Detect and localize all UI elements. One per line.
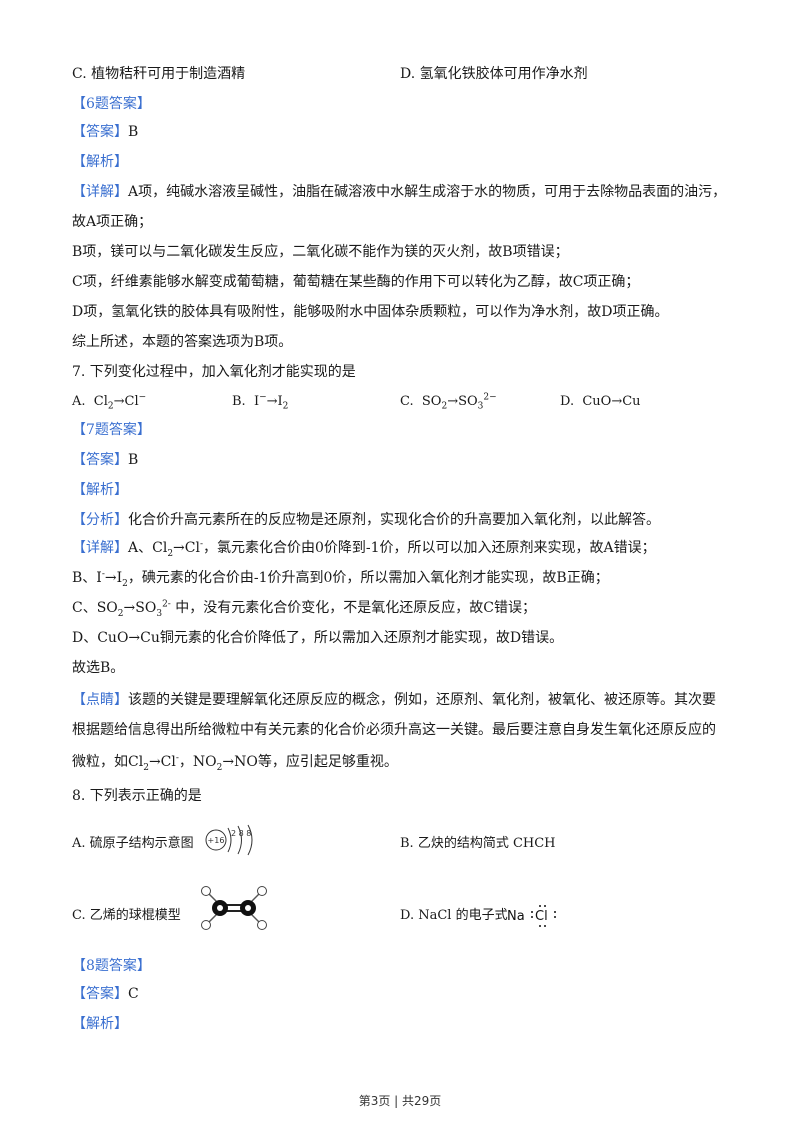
hydrogen-atom xyxy=(257,920,267,930)
q6-detail-4: D项，氢氧化铁的胶体具有吸附性，能够吸附水中固体杂质颗粒，可以作为净水剂，故D项… xyxy=(72,304,669,320)
detail-tag: 【详解】 xyxy=(72,184,128,200)
q6-option-c: C. 植物秸秆可用于制造酒精 xyxy=(72,66,246,82)
page-footer: 第3页 | 共29页 xyxy=(358,1094,442,1108)
q6-summary: 综上所述，本题的答案选项为B项。 xyxy=(72,334,293,350)
q7-option-d: D. CuO→Cu xyxy=(560,394,641,409)
answer-tag: 【答案】 xyxy=(72,124,128,140)
nacl-electron-formula: Na Cl xyxy=(507,905,556,927)
na-symbol: Na xyxy=(507,909,525,924)
q7-analysis: 【分析】化合价升高元素所在的反应物是还原剂，实现化合价的升高要加入氧化剂，以此解… xyxy=(72,512,660,528)
q7-question: 7. 下列变化过程中，加入氧化剂才能实现的是 xyxy=(72,364,356,380)
q8-analysis-tag: 【解析】 xyxy=(72,1016,128,1032)
q8-option-b: B. 乙炔的结构简式 CHCH xyxy=(400,836,556,851)
q7-comment-3: 微粒，如Cl2→Cl-，NO2→NO等，应引起足够重视。 xyxy=(72,753,398,773)
q8-option-c: C. 乙烯的球棍模型 xyxy=(72,908,181,923)
q6-answer: 【答案】B xyxy=(72,122,138,142)
hydrogen-atom xyxy=(201,920,211,930)
q7-detail-a: 【详解】A、Cl2→Cl-，氯元素化合价由0价降到-1价，所以可以加入还原剂来实… xyxy=(72,539,656,559)
q8-answer-header: 【8题答案】 xyxy=(72,958,151,974)
q7-conclusion: 故选B。 xyxy=(72,660,125,676)
q8-answer: 【答案】C xyxy=(72,986,139,1002)
q6-analysis-tag: 【解析】 xyxy=(72,154,128,170)
q8-option-a: A. 硫原子结构示意图 xyxy=(72,836,194,851)
hydrogen-atom xyxy=(257,886,267,896)
q7-detail-d: D、CuO→Cu铜元素的化合价降低了，所以需加入还原剂才能实现，故D错误。 xyxy=(72,630,564,646)
q8-question: 8. 下列表示正确的是 xyxy=(72,788,202,804)
q7-comment-1: 【点睛】该题的关键是要理解氧化还原反应的概念，例如，还原剂、氧化剂，被氧化、被还… xyxy=(72,692,716,708)
hydrogen-atom xyxy=(201,886,211,896)
q6-detail-1b: 故A项正确； xyxy=(72,214,153,230)
q6-detail-1a: 【详解】A项，纯碱水溶液呈碱性，油脂在碱溶液中水解生成溶于水的物质，可用于去除物… xyxy=(72,184,727,200)
q6-answer-header: 【6题答案】 xyxy=(72,96,151,112)
sulfur-atom-diagram: +16 2 8 8 xyxy=(205,824,253,856)
cl-symbol: Cl xyxy=(535,909,548,924)
q7-comment-2: 根据题给信息得出所给微粒中有关元素的化合价必须升高这一关键。最后要注意自身发生氧… xyxy=(72,722,716,738)
q6-option-d: D. 氢氧化铁胶体可用作净水剂 xyxy=(400,66,588,82)
q7-option-b: B. I−→I2 xyxy=(232,392,289,412)
q6-detail-2: B项，镁可以与二氧化碳发生反应，二氧化碳不能作为镁的灭火剂，故B项错误； xyxy=(72,244,569,260)
q7-answer-header: 【7题答案】 xyxy=(72,422,151,438)
q7-detail-b: B、I-→I2，碘元素的化合价由-1价升高到0价，所以需加入氧化剂才能实现，故B… xyxy=(72,569,609,589)
q7-option-c: C. SO2→SO32− xyxy=(400,392,497,412)
nucleus xyxy=(205,829,227,851)
q7-detail-c: C、SO2→SO32- 中，没有元素化合价变化，不是氧化还原反应，故C错误； xyxy=(72,599,537,619)
q8-option-d: D. NaCl 的电子式 xyxy=(400,908,508,923)
q6-detail-3: C项，纤维素能够水解变成葡萄糖，葡萄糖在某些酶的作用下可以转化为乙醇，故C项正确… xyxy=(72,274,640,290)
q7-option-a: A. Cl2→Cl− xyxy=(72,392,147,412)
q7-analysis-tag: 【解析】 xyxy=(72,482,128,498)
shell-electrons: 2 8 8 xyxy=(231,829,251,838)
nucleus-charge: +16 xyxy=(208,836,225,845)
ethylene-ball-stick-model xyxy=(201,886,267,930)
answer-value: B xyxy=(128,124,139,140)
q7-answer: 【答案】B xyxy=(72,452,139,468)
